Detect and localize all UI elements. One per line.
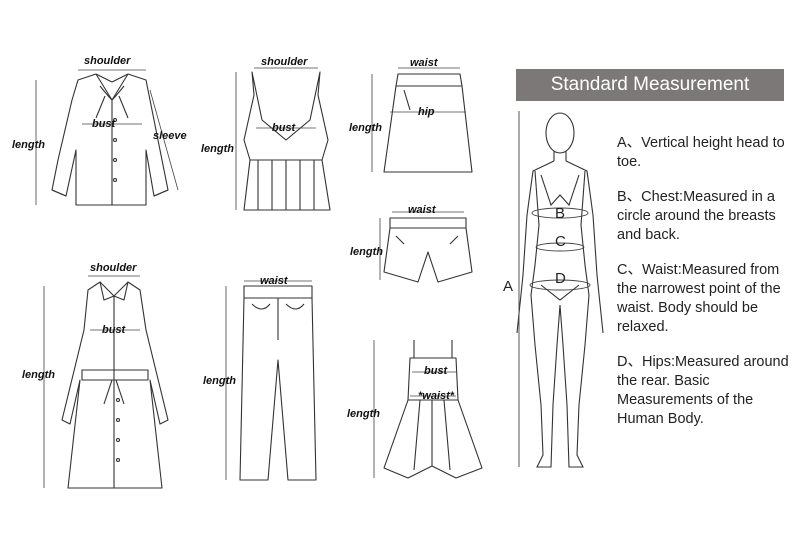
definition-d: D、Hips:Measured around the rear. Basic M…	[617, 353, 797, 429]
definition-c: C、Waist:Measured from the narrowest poin…	[617, 261, 797, 337]
dress-length-label: length	[347, 408, 380, 420]
shorts-drawing	[383, 217, 473, 283]
letter-b: B	[555, 205, 566, 222]
definition-d-key: D、	[617, 354, 642, 370]
definition-b: B、Chest:Measured in a circle around the …	[617, 188, 797, 245]
tank-length-label: length	[201, 143, 234, 155]
shorts-waist-label: waist	[408, 204, 436, 216]
definition-c-text: Waist:Measured from the narrowest point …	[617, 262, 781, 335]
human-body-figure	[516, 111, 604, 468]
dress-waist-label: *waist*	[418, 390, 455, 402]
pants-drawing	[239, 285, 317, 481]
letter-c: C	[555, 233, 566, 250]
skirt-drawing	[383, 73, 473, 173]
coat-bust-label: bust	[102, 324, 126, 336]
dress-drawing	[383, 340, 483, 479]
letter-a: A	[503, 278, 514, 295]
coat-length-label: length	[22, 369, 55, 381]
skirt-length-label: length	[349, 122, 382, 134]
dress-bust-label: bust	[424, 365, 448, 377]
garment-illustrations	[35, 67, 483, 489]
shorts-length-label: length	[350, 246, 383, 258]
tank-top-drawing	[243, 71, 331, 211]
skirt-waist-label: waist	[410, 57, 438, 69]
pants-length-label: length	[203, 375, 236, 387]
tank-shoulder-label: shoulder	[261, 56, 308, 68]
definition-d-text: Hips:Measured around the rear. Basic Mea…	[617, 354, 789, 427]
blouse-bust-label: bust	[92, 118, 116, 130]
definition-b-key: B、	[617, 189, 642, 205]
measurement-definitions: A、Vertical height head to toe. B、Chest:M…	[617, 134, 797, 445]
skirt-hip-label: hip	[418, 106, 435, 118]
definition-a-key: A、	[617, 135, 642, 151]
blouse-drawing	[51, 73, 169, 206]
blouse-length-label: length	[12, 139, 45, 151]
definition-b-text: Chest:Measured in a circle around the br…	[617, 189, 776, 243]
coat-shoulder-label: shoulder	[90, 262, 137, 274]
standard-measurement-title: Standard Measurement	[516, 69, 784, 101]
definition-a-text: Vertical height head to toe.	[617, 135, 785, 170]
tank-bust-label: bust	[272, 122, 296, 134]
pants-waist-label: waist	[260, 275, 288, 287]
letter-d: D	[555, 270, 566, 287]
definition-a: A、Vertical height head to toe.	[617, 134, 797, 172]
coat-drawing	[61, 281, 169, 489]
definition-c-key: C、	[617, 262, 642, 278]
blouse-shoulder-label: shoulder	[84, 55, 131, 67]
blouse-sleeve-label: sleeve	[153, 130, 187, 142]
